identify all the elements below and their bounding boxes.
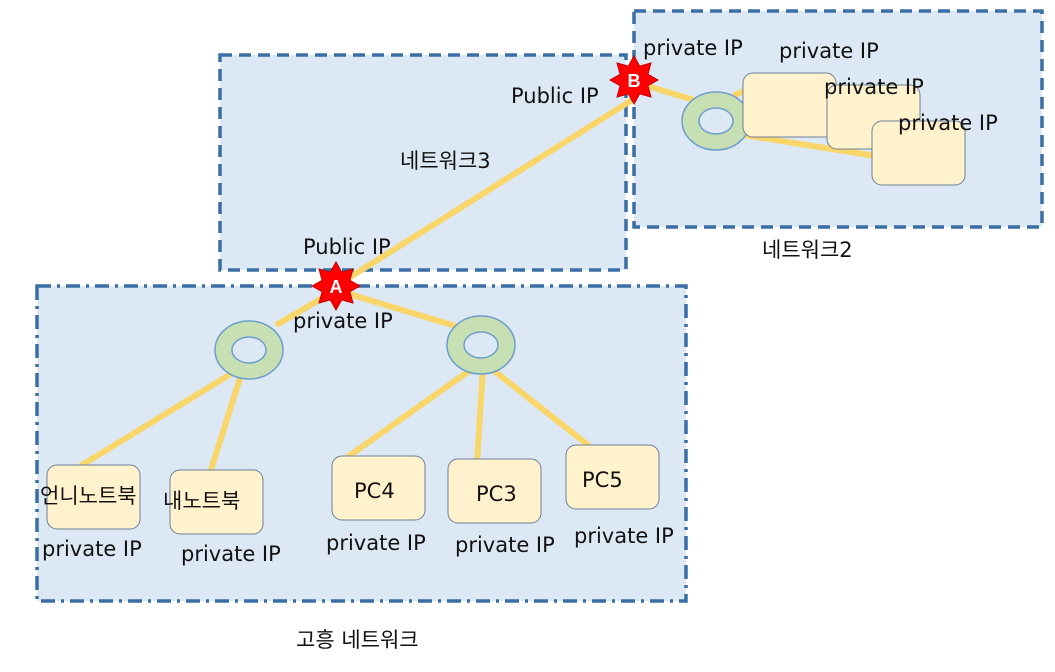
device-name: 언니노트북 <box>40 484 137 508</box>
device-ip: private IP <box>42 537 142 561</box>
device-box <box>565 444 660 510</box>
link-hub-left-dev2 <box>207 375 243 476</box>
net2-device-ip: private IP <box>898 111 998 135</box>
hub-left-icon <box>214 320 284 380</box>
private-ip-b-label: private IP <box>643 36 743 60</box>
net2-device-box <box>871 120 966 186</box>
network3-label: 네트워크3 <box>400 149 491 173</box>
public-ip-b-label: Public IP <box>511 84 599 108</box>
device-box <box>331 455 426 521</box>
public-ip-a-label: Public IP <box>303 235 391 259</box>
link-hub-right-dev4 <box>474 365 486 466</box>
private-ip-a-label: private IP <box>293 309 393 333</box>
device-name: PC4 <box>354 479 395 503</box>
link-hub-left-dev1 <box>79 369 237 468</box>
device-ip: private IP <box>455 533 555 557</box>
router-a-label: A <box>330 277 343 297</box>
router-b-badge: B <box>608 54 660 106</box>
link-hub-right-dev5 <box>485 363 601 456</box>
device-name: 내노트북 <box>163 489 241 513</box>
link-hub-right-dev3 <box>339 363 479 464</box>
router-a-badge: A <box>310 260 362 312</box>
device-name: PC3 <box>476 482 517 506</box>
device-ip: private IP <box>574 524 674 548</box>
device-box <box>46 464 141 530</box>
device-name: PC5 <box>582 468 623 492</box>
link-hub-net2-dev3 <box>741 132 885 160</box>
home-network-label: 고흥 네트워크 <box>296 628 419 652</box>
router-b-label: B <box>628 71 641 91</box>
link-a-b <box>333 97 635 289</box>
link-a-hub-right <box>333 287 465 331</box>
device-ip: private IP <box>181 542 281 566</box>
device-ip: private IP <box>326 531 426 555</box>
network2-label: 네트워크2 <box>762 238 853 262</box>
net2-device-box <box>742 72 837 138</box>
device-box <box>447 458 542 524</box>
hub-right-icon <box>446 315 516 375</box>
net2-device-ip: private IP <box>779 39 879 63</box>
net2-device-ip: private IP <box>824 75 924 99</box>
device-box <box>169 469 264 535</box>
